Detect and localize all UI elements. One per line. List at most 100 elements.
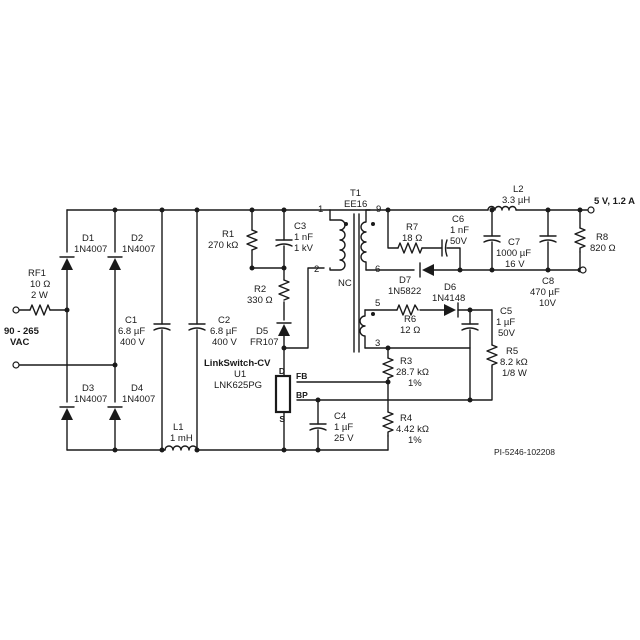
c2-ref: C2 <box>218 315 230 326</box>
l1-ref: L1 <box>173 422 184 433</box>
c8-value: 470 µF <box>530 287 560 298</box>
r7-ref: R7 <box>406 222 418 233</box>
r2-ref: R2 <box>254 284 266 295</box>
c5-ref: C5 <box>500 306 512 317</box>
diode-d1-symbol <box>59 256 75 270</box>
u1-pin-fb: FB <box>296 371 307 381</box>
t1-pin3: 3 <box>375 338 380 349</box>
t1-pin9: 9 <box>376 204 381 215</box>
input-unit-label: VAC <box>10 337 29 348</box>
capacitor-c1-symbol <box>153 323 171 331</box>
u1-pin-s: S <box>279 414 285 424</box>
c1-rating: 400 V <box>120 337 145 348</box>
resistor-r1-symbol <box>246 229 258 251</box>
d2-part: 1N4007 <box>122 244 155 255</box>
t1-nc: NC <box>338 278 352 289</box>
input-voltage-label: 90 - 265 <box>4 326 40 337</box>
rf1-resistor-symbol <box>29 304 51 316</box>
r4-tolerance: 1% <box>408 435 422 446</box>
t1-ref: T1 <box>350 188 361 199</box>
c6-rating: 50V <box>450 236 468 247</box>
c4-ref: C4 <box>334 411 346 422</box>
c6-value: 1 nF <box>450 225 469 236</box>
capacitor-c2-symbol <box>188 323 206 331</box>
r6-ref: R6 <box>404 314 416 325</box>
r5-rating: 1/8 W <box>502 368 527 379</box>
rf1-rating: 2 W <box>31 290 48 301</box>
l2-ref: L2 <box>513 184 524 195</box>
d1-ref: D1 <box>82 233 94 244</box>
u1-part: LNK625PG <box>214 380 262 391</box>
d1-part: 1N4007 <box>74 244 107 255</box>
t1-pin1: 1 <box>318 204 323 215</box>
d5-part: FR107 <box>250 337 279 348</box>
l2-value: 3.3 µH <box>502 195 530 206</box>
r3-tolerance: 1% <box>408 378 422 389</box>
u1-family: LinkSwitch-CV <box>204 358 271 369</box>
diode-d7-symbol <box>419 262 434 278</box>
r4-value: 4.42 kΩ <box>396 424 429 435</box>
resistor-r8-symbol <box>574 227 586 253</box>
c3-ref: C3 <box>294 221 306 232</box>
l1-value: 1 mH <box>170 433 193 444</box>
c7-ref: C7 <box>508 237 520 248</box>
c1-value: 6.8 µF <box>118 326 145 337</box>
inductor-l1-symbol <box>164 445 198 451</box>
c1-ref: C1 <box>125 315 137 326</box>
c2-rating: 400 V <box>212 337 237 348</box>
c4-rating: 25 V <box>334 433 354 444</box>
r3-value: 28.7 kΩ <box>396 367 429 378</box>
ic-u1-symbol <box>274 374 292 414</box>
resistor-r7-symbol <box>397 242 423 254</box>
d3-ref: D3 <box>82 383 94 394</box>
d4-ref: D4 <box>131 383 143 394</box>
junction-dots <box>64 207 583 453</box>
d7-ref: D7 <box>399 275 411 286</box>
capacitor-c4-symbol <box>309 423 327 431</box>
resistor-r4-symbol <box>382 411 394 437</box>
diode-d6-symbol <box>444 302 459 318</box>
r1-value: 270 kΩ <box>208 240 238 251</box>
drawing-id: PI-5246-102208 <box>494 447 555 457</box>
capacitor-c8-symbol <box>539 235 557 243</box>
c7-value: 1000 µF <box>496 248 531 259</box>
c8-rating: 10V <box>539 298 557 309</box>
capacitor-c6-symbol <box>441 239 448 257</box>
c5-rating: 50V <box>498 328 516 339</box>
c5-value: 1 µF <box>496 317 515 328</box>
resistor-r2-symbol <box>278 279 290 301</box>
transformer-t1-symbol <box>329 209 375 353</box>
diode-d2-symbol <box>107 256 123 270</box>
terminals <box>12 206 595 369</box>
c7-rating: 16 V <box>505 259 525 270</box>
r6-value: 12 Ω <box>400 325 420 336</box>
capacitor-c3-symbol <box>275 239 293 247</box>
r8-value: 820 Ω <box>590 243 616 254</box>
diode-d5-symbol <box>276 322 292 336</box>
c2-value: 6.8 µF <box>210 326 237 337</box>
t1-pin5: 5 <box>375 298 380 309</box>
u1-pin-d: D <box>279 366 285 376</box>
r2-value: 330 Ω <box>247 295 273 306</box>
output-label: 5 V, 1.2 A <box>594 196 635 207</box>
d6-ref: D6 <box>444 282 456 293</box>
t1-pin6: 6 <box>375 264 380 275</box>
c3-value: 1 nF <box>294 232 313 243</box>
rf1-ref: RF1 <box>28 268 46 279</box>
r7-value: 18 Ω <box>402 233 422 244</box>
r1-ref: R1 <box>222 229 234 240</box>
u1-pin-bp: BP <box>296 390 308 400</box>
capacitor-c5-symbol <box>461 323 479 331</box>
r3-ref: R3 <box>400 356 412 367</box>
d6-part: 1N4148 <box>432 293 465 304</box>
t1-pin2: 2 <box>314 264 319 275</box>
diode-d3-symbol <box>59 406 75 420</box>
u1-ref: U1 <box>234 369 246 380</box>
diode-d4-symbol <box>107 406 123 420</box>
c4-value: 1 µF <box>334 422 353 433</box>
c8-ref: C8 <box>542 276 554 287</box>
rf1-value: 10 Ω <box>30 279 50 290</box>
resistor-r3-symbol <box>382 357 394 379</box>
capacitor-c7-symbol <box>483 235 501 243</box>
